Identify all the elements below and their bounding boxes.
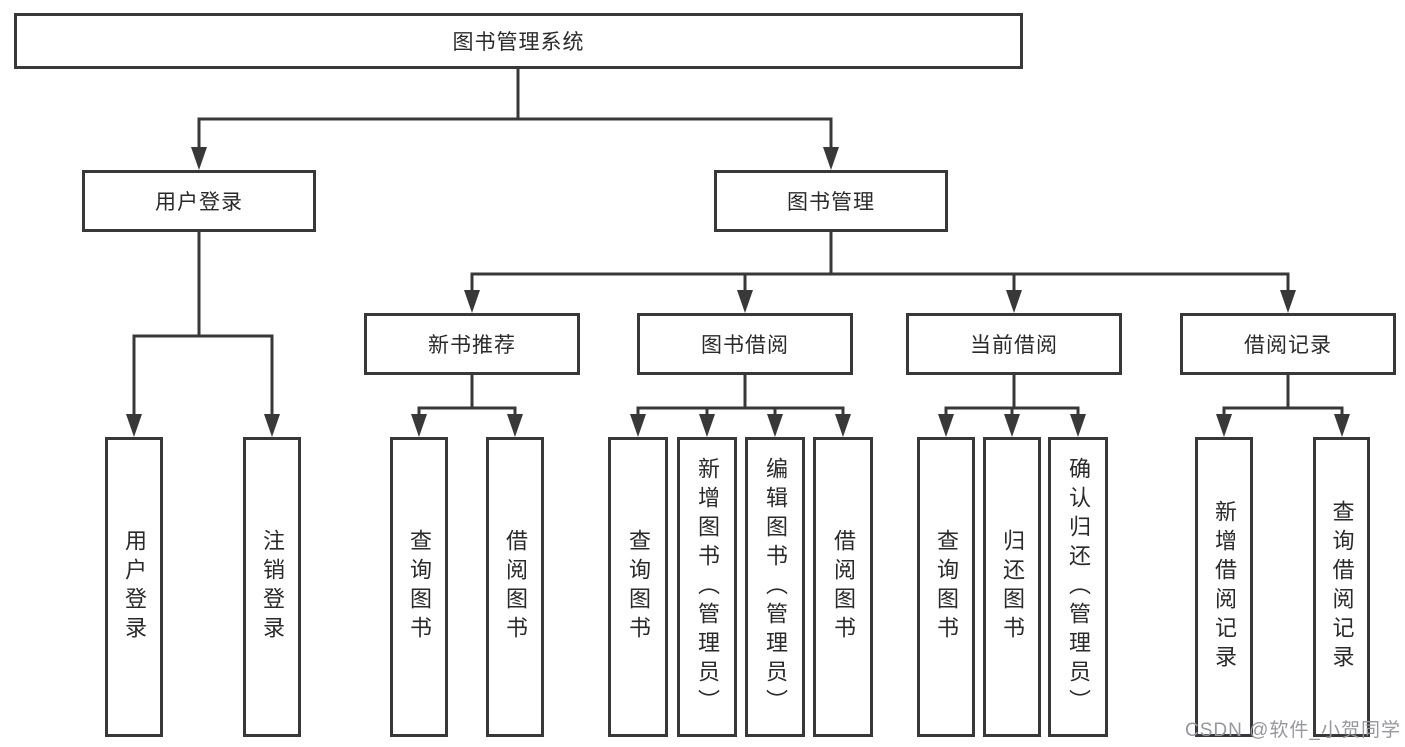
arrowhead [1006,290,1022,313]
arrowhead [737,290,753,313]
arrowhead [191,147,207,170]
leaf-query-books: 查询图书 [390,437,448,737]
leaf-label: 新增借阅记录 [1212,500,1237,674]
arrowhead [264,414,280,437]
node-borrowing-records: 借阅记录 [1180,313,1396,375]
leaf-label: 查询借阅记录 [1329,500,1355,674]
node-user-login: 用户登录 [82,170,316,232]
node-book-management: 图书管理 [714,170,948,232]
connector-book-management [470,232,1290,295]
arrowhead [938,414,954,437]
arrowhead [630,414,646,437]
leaf-label: 新增图书（管理员） [695,456,720,718]
leaf-add-borrow-record: 新增借阅记录 [1195,437,1253,737]
node-book-management-system: 图书管理系统 [14,13,1023,69]
leaf-return-books: 归还图书 [983,437,1041,737]
leaf-borrow-books: 借阅图书 [813,437,873,737]
arrowhead [126,414,142,437]
arrowhead [1070,414,1086,437]
leaf-label: 编辑图书（管理员） [763,456,788,718]
leaf-label: 查询图书 [934,529,959,645]
node-book-borrowing: 图书借阅 [637,313,853,375]
leaf-query-borrow-record: 查询借阅记录 [1313,437,1370,737]
watermark: CSDN @软件_小贺同学 [1185,720,1401,741]
leaf-edit-book-admin: 编辑图书（管理员） [745,437,805,737]
leaf-confirm-return-admin: 确认归还（管理员） [1048,437,1108,737]
leaf-query-books: 查询图书 [917,437,975,737]
connector-current-borrowing [944,375,1080,420]
arrowhead [507,414,523,437]
leaf-query-books: 查询图书 [608,437,668,737]
arrowhead [823,147,839,170]
arrowhead [1280,290,1296,313]
leaf-label: 确认归还（管理员） [1066,456,1091,718]
node-new-book-recommendation: 新书推荐 [364,313,580,375]
leaf-label: 注销登录 [260,529,285,645]
leaf-borrow-books: 借阅图书 [486,437,544,737]
leaf-user-login: 用户登录 [105,437,163,737]
connector-new-book-recommendation [417,375,517,420]
leaf-label: 查询图书 [626,529,651,645]
leaf-logout: 注销登录 [243,437,301,737]
leaf-label: 借阅图书 [503,529,528,645]
connector-borrowing-records [1222,375,1344,420]
arrowhead [1334,414,1350,437]
arrowhead [1216,414,1232,437]
arrowhead [1004,414,1020,437]
node-current-borrowing: 当前借阅 [906,313,1122,375]
arrowhead [411,414,427,437]
connector-book-borrowing [636,375,845,420]
arrowhead [699,414,715,437]
leaf-label: 借阅图书 [831,529,856,645]
leaf-label: 查询图书 [407,529,432,645]
leaf-add-book-admin: 新增图书（管理员） [677,437,737,737]
arrowhead [767,414,783,437]
leaf-label: 归还图书 [1000,529,1025,645]
leaf-label: 用户登录 [122,529,147,645]
arrowhead [464,290,480,313]
arrowhead [835,414,851,437]
connector-user-login [132,232,274,420]
connector-root [197,69,833,152]
